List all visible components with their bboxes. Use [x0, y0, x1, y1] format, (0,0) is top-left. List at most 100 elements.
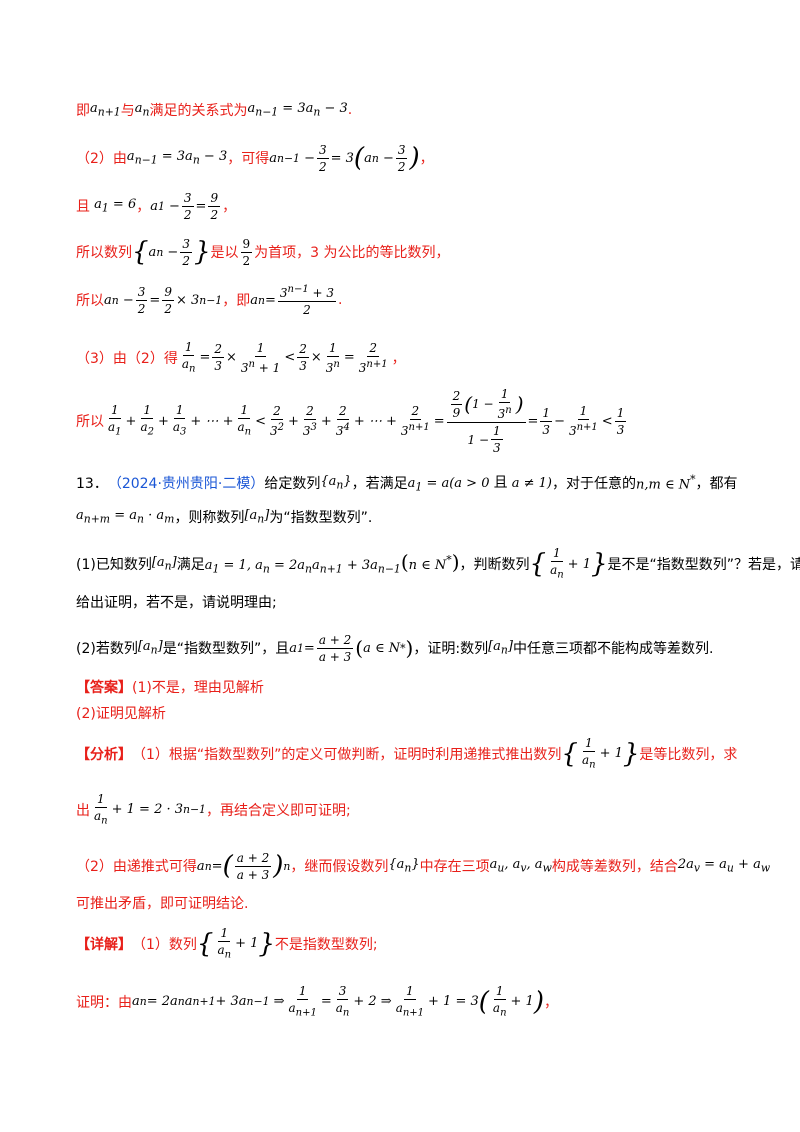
- text: ，对于任意的: [552, 476, 636, 492]
- text: 是“指数型数列”，且: [162, 641, 290, 657]
- math-a1-cond: a1 = a(a > 0 且 a ≠ 1): [407, 475, 552, 494]
- math-nm-set: n,m ∈ N*: [636, 473, 696, 493]
- text: ，: [543, 995, 558, 1011]
- text: ，: [391, 351, 406, 367]
- math-seq-an: {an}: [320, 474, 352, 492]
- problem-13-line-1: 13． （2024·贵州贵阳·二模） 给定数列 {an} ，若满足 a1 = a…: [76, 470, 740, 496]
- text: ，: [136, 199, 151, 215]
- text: 是等比数列，求: [639, 747, 738, 763]
- math-seq-an: {an}: [388, 857, 420, 875]
- math-q1-recurrence: a1 = 1, an = 2anan+1 + 3an−1(n ∈ N*): [204, 550, 460, 576]
- question-1-line-2: 给出证明，若不是，请说明理由;: [76, 590, 740, 614]
- text: 出: [76, 803, 90, 819]
- problem-13-line-2: an+m = an · am ，则称数列 [an] 为“指数型数列”.: [76, 504, 740, 530]
- text: 满足: [176, 557, 205, 573]
- question-1-line-1: (1)已知数列 [an] 满足 a1 = 1, an = 2anan+1 + 3…: [76, 545, 800, 582]
- text: （2）由递推式可得: [76, 859, 197, 875]
- text: 所以: [76, 414, 104, 430]
- math-recurrence: an−1 = 3an − 3: [247, 101, 348, 119]
- answer-tag: 【答案】: [76, 680, 132, 696]
- text: ，若满足: [351, 476, 408, 492]
- text: 证明：由: [76, 995, 132, 1011]
- math-a-n-plus-1: an+1: [90, 101, 121, 119]
- text: 所以: [76, 293, 104, 309]
- text: 与: [120, 103, 135, 119]
- text: ，证明:数列: [413, 641, 489, 657]
- text: 可推出矛盾，即可证明结论.: [76, 896, 249, 912]
- analysis-tag: 【分析】: [76, 747, 132, 763]
- math-seq-an: [an]: [244, 508, 270, 526]
- text: ，可得: [227, 151, 270, 167]
- math-a1: a1 = 6: [90, 197, 137, 215]
- math-seq-an: [an]: [137, 639, 163, 657]
- analysis-line-4: 可推出矛盾，即可证明结论.: [76, 892, 740, 914]
- math-recurrence: an−1 = 3an − 3: [126, 149, 228, 167]
- text: （3）由（2）得: [76, 351, 178, 367]
- text: (2)若数列: [76, 641, 138, 657]
- text: 为“指数型数列”.: [269, 510, 373, 526]
- answer-line-1: 【答案】 (1)不是，理由见解析: [76, 676, 740, 698]
- text: （2）由: [76, 151, 127, 167]
- text: ，再结合定义即可证明;: [205, 803, 351, 819]
- math-a-n: an: [134, 101, 150, 119]
- text: (1)不是，理由见解析: [132, 680, 264, 696]
- text: ，都有: [695, 476, 738, 492]
- text: 满足的关系式为: [149, 103, 248, 119]
- answer-line-2: (2)证明见解析: [76, 702, 740, 724]
- text: 是以: [210, 245, 239, 261]
- text: ，则称数列: [174, 510, 245, 526]
- text: ，即: [222, 293, 251, 309]
- text: 是不是“指数型数列”？若是，请: [607, 557, 800, 573]
- text: 为首项，3 为公比的等比数列，: [254, 245, 450, 261]
- analysis-line-1: 【分析】 （1）根据“指数型数列”的定义可做判断，证明时利用递推式推出数列 {1…: [76, 734, 740, 774]
- text: 给定数列: [264, 476, 321, 492]
- math-three-terms: au, av, aw: [489, 857, 552, 875]
- math-exp-def: an+m = an · am: [76, 508, 175, 526]
- problem-source: （2024·贵州贵阳·二模）: [107, 476, 265, 492]
- text: 给出证明，若不是，请说明理由;: [76, 595, 277, 611]
- text: 中任意三项都不能构成等差数列.: [512, 641, 714, 657]
- math-seq-an: [an]: [488, 639, 513, 657]
- solution-line-1: 即 an+1 与 an 满足的关系式为 an−1 = 3an − 3 .: [76, 98, 740, 122]
- text: （1）根据“指数型数列”的定义可做判断，证明时利用递推式推出数列: [132, 747, 562, 763]
- text: .: [338, 292, 343, 308]
- text: 且: [76, 199, 90, 215]
- math-seq-an: [an]: [151, 555, 177, 573]
- text: （1）数列: [132, 937, 197, 953]
- text: 不是指数型数列;: [274, 937, 378, 953]
- text: ，判断数列: [459, 557, 530, 573]
- text: 所以数列: [76, 245, 132, 261]
- text: 即: [76, 103, 90, 119]
- text: 构成等差数列，结合: [551, 859, 678, 875]
- text: .: [347, 102, 353, 118]
- text: 中存在三项: [419, 859, 490, 875]
- problem-number: 13．: [76, 476, 108, 492]
- text: (1)已知数列: [76, 557, 152, 573]
- text: ，: [222, 199, 237, 215]
- text: ，继而假设数列: [290, 859, 389, 875]
